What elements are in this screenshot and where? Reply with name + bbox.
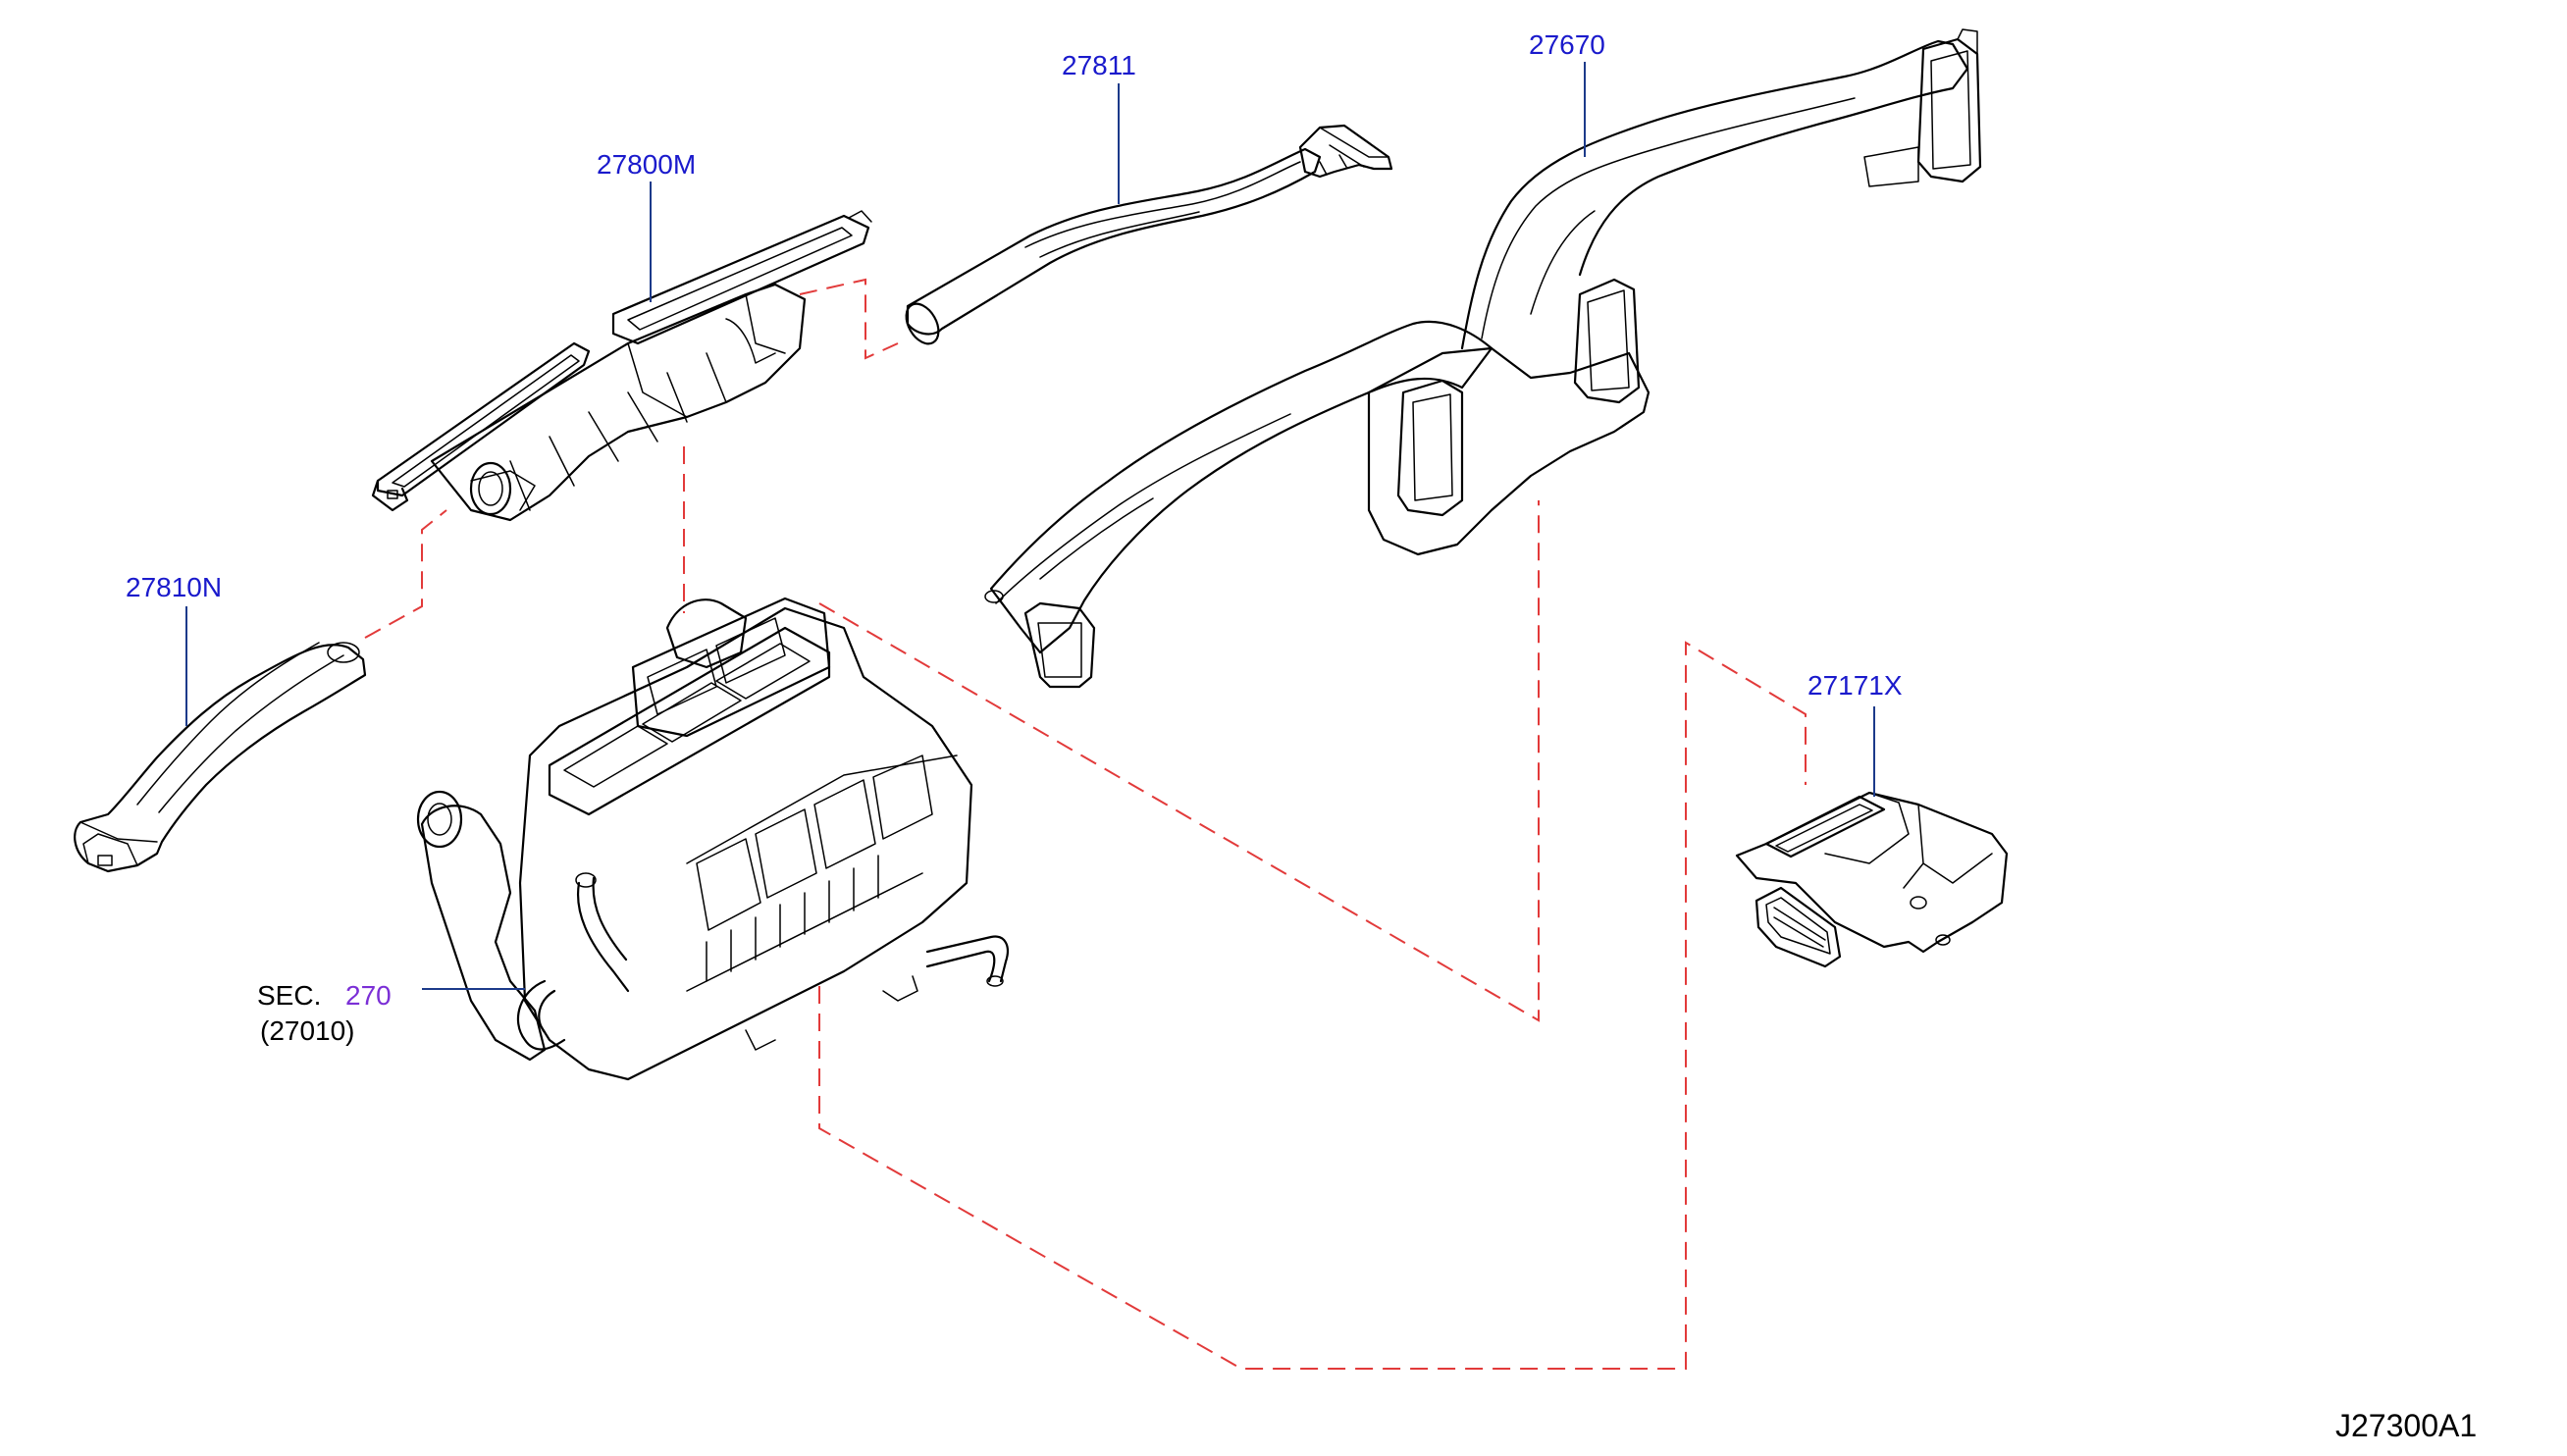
nozzle-27800m[interactable] <box>371 210 872 522</box>
label-27810n[interactable]: 27810N <box>126 572 222 602</box>
label-27171x[interactable]: 27171X <box>1807 670 1903 701</box>
duct-27811[interactable] <box>900 124 1393 349</box>
connection-27800m-to-27811 <box>799 278 899 360</box>
label-27670[interactable]: 27670 <box>1529 29 1605 60</box>
label-27800m[interactable]: 27800M <box>597 149 696 180</box>
connection-heater-to-27171x <box>818 641 1807 1370</box>
label-27811[interactable]: 27811 <box>1062 50 1136 80</box>
labels: 27800M 27811 27670 27810N 27171X SEC. 27… <box>126 29 2477 1443</box>
connection-heater-to-27670 <box>818 500 1540 1022</box>
connection-27810n-to-27800m <box>364 509 447 639</box>
label-sec-ref: (27010) <box>260 1015 355 1046</box>
vent-27171x[interactable] <box>1735 791 2009 968</box>
heater-unit-assembly[interactable] <box>416 597 1009 1081</box>
duct-27670[interactable] <box>984 28 1982 689</box>
label-sec-number[interactable]: 270 <box>345 980 392 1011</box>
leader-lines <box>185 62 1875 990</box>
duct-27810n[interactable] <box>74 642 367 873</box>
diagram-code: J27300A1 <box>2335 1408 2477 1443</box>
label-sec-prefix: SEC. <box>257 980 321 1011</box>
connection-lines <box>364 278 1807 1370</box>
